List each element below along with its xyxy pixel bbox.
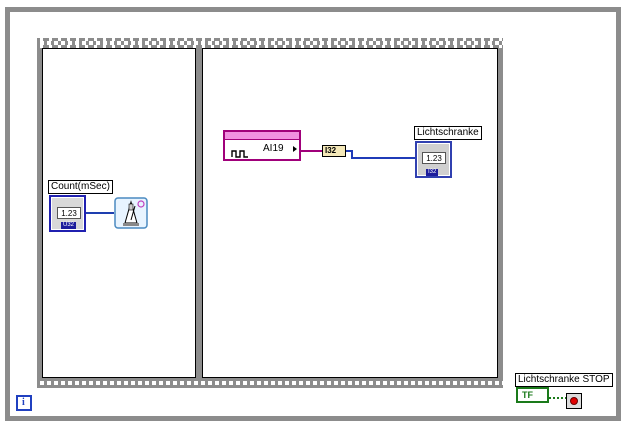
stop-boolean-control[interactable]: TF bbox=[516, 387, 549, 403]
flat-sequence[interactable] bbox=[37, 38, 503, 388]
lichtschranke-indicator[interactable]: 1.23 I32 bbox=[415, 141, 452, 178]
to-i32-node[interactable]: I32 bbox=[322, 145, 346, 157]
wire-count-to-wait bbox=[86, 212, 114, 214]
lichtschranke-value: 1.23 bbox=[422, 152, 446, 164]
loop-iteration-terminal[interactable]: i bbox=[16, 395, 32, 411]
count-type: U32 bbox=[61, 222, 77, 229]
lichtschranke-type: I32 bbox=[426, 169, 439, 176]
stop-control-label: Lichtschranke STOP bbox=[515, 373, 613, 387]
sequence-top-film bbox=[37, 38, 503, 48]
stop-boolean-value: TF bbox=[522, 390, 533, 400]
lichtschranke-label: Lichtschranke bbox=[414, 126, 482, 140]
daq-channel-name: AI19 bbox=[263, 143, 284, 154]
wire-stop bbox=[549, 397, 566, 399]
wait-ms-timer-icon[interactable] bbox=[113, 196, 149, 230]
to-i32-label: I32 bbox=[325, 146, 337, 155]
count-control[interactable]: 1.23 U32 bbox=[49, 195, 86, 232]
stop-terminal-icon[interactable] bbox=[566, 393, 582, 409]
wire-daq-to-convert bbox=[301, 150, 323, 152]
loop-iteration-label: i bbox=[22, 397, 25, 408]
wire-convert-h2 bbox=[351, 157, 415, 159]
daq-channel-constant[interactable]: AI19 bbox=[223, 130, 301, 161]
sequence-bottom-film bbox=[37, 378, 503, 388]
sine-wave-icon bbox=[231, 144, 249, 158]
wire-convert-h1 bbox=[346, 150, 352, 152]
daq-dropdown-arrow[interactable] bbox=[293, 146, 297, 152]
sequence-frame-2[interactable] bbox=[202, 48, 498, 378]
count-control-label: Count(mSec) bbox=[48, 180, 113, 194]
count-value: 1.23 bbox=[57, 207, 81, 219]
wire-convert-v bbox=[351, 150, 353, 159]
